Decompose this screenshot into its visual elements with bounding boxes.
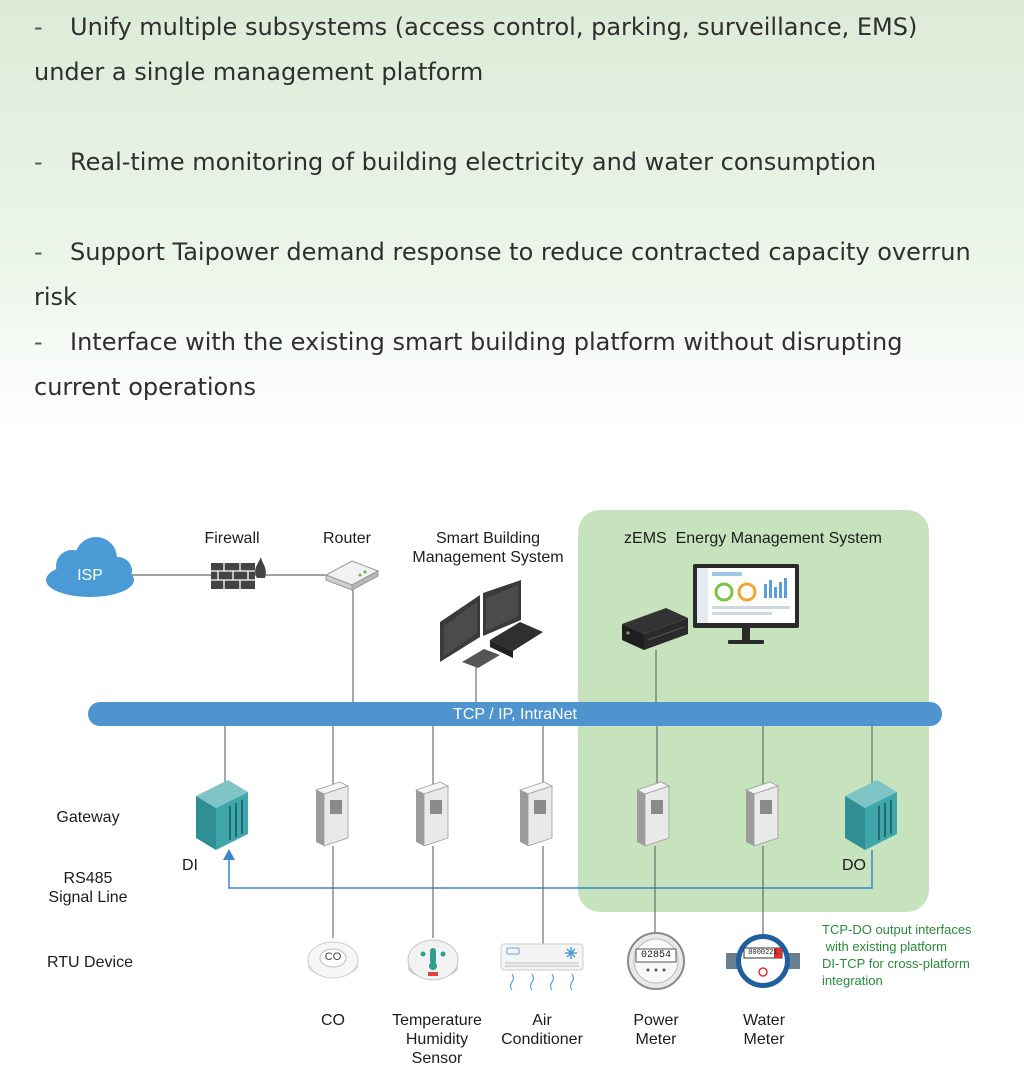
gateway-module-co-icon bbox=[314, 781, 350, 847]
do-di-link bbox=[223, 849, 873, 889]
water-meter-readout: 0000221 bbox=[748, 949, 778, 957]
air-conditioner-icon bbox=[500, 943, 584, 991]
firewall-icon bbox=[211, 557, 266, 589]
firewall-label: Firewall bbox=[204, 530, 260, 547]
zems-title: zEMS Energy Management System bbox=[624, 530, 882, 547]
bullet-2: -Real-time monitoring of building electr… bbox=[34, 140, 994, 185]
bullet-1: -Unify multiple subsystems (access contr… bbox=[34, 5, 994, 95]
bullet-dash: - bbox=[34, 13, 43, 41]
bullet-text: Real-time monitoring of building electri… bbox=[70, 148, 877, 176]
bullet-4: -Interface with the existing smart build… bbox=[34, 320, 994, 410]
di-label: DI bbox=[182, 857, 198, 874]
row-label-gateway: Gateway bbox=[56, 809, 120, 826]
bullet-dash: - bbox=[34, 328, 43, 356]
do-gateway-icon bbox=[845, 780, 897, 850]
bullet-3: -Support Taipower demand response to red… bbox=[34, 230, 994, 320]
bullet-dash: - bbox=[34, 148, 43, 176]
cloud-icon bbox=[46, 537, 134, 597]
integration-note: TCP-DO output interfaces with existing p… bbox=[822, 922, 972, 988]
dashboard-monitor-icon bbox=[693, 564, 799, 644]
router-label: Router bbox=[322, 530, 372, 547]
device-label-sensor: Temperature Humidity Sensor bbox=[392, 1012, 482, 1067]
co-detector-icon bbox=[307, 941, 359, 979]
device-label-water: Water Meter bbox=[742, 1012, 786, 1048]
gateway-module-sensor-icon bbox=[414, 781, 450, 847]
gateway-module-power-icon bbox=[635, 781, 671, 847]
sbms-label: Smart Building Management System bbox=[412, 530, 564, 566]
bullet-dash: - bbox=[34, 238, 43, 266]
do-label: DO bbox=[842, 857, 866, 874]
device-label-ac: Air Conditioner bbox=[501, 1012, 583, 1048]
water-meter-icon bbox=[726, 934, 800, 988]
isp-label: ISP bbox=[77, 567, 103, 584]
box-pc-icon bbox=[622, 608, 688, 650]
bullet-text: Interface with the existing smart buildi… bbox=[34, 328, 903, 401]
power-meter-icon bbox=[627, 932, 685, 990]
bullet-text: Unify multiple subsystems (access contro… bbox=[34, 13, 918, 86]
tcpip-bus bbox=[88, 702, 942, 726]
temperature-humidity-sensor-icon bbox=[407, 939, 459, 981]
device-label-power: Power Meter bbox=[633, 1012, 679, 1048]
row-label-rs485: RS485 Signal Line bbox=[48, 870, 128, 906]
power-meter-readout: 02854 bbox=[640, 950, 671, 961]
gateway-module-water-icon bbox=[744, 781, 780, 847]
device-label-co: CO bbox=[321, 1012, 345, 1029]
bullet-text: Support Taipower demand response to redu… bbox=[34, 238, 971, 311]
row-label-rtu: RTU Device bbox=[47, 954, 133, 971]
di-gateway-icon bbox=[196, 780, 248, 850]
bus-label: TCP / IP, IntraNet bbox=[453, 706, 577, 723]
co-badge: CO bbox=[324, 951, 342, 963]
workstation-icon bbox=[440, 580, 543, 668]
router-icon bbox=[324, 560, 380, 591]
gateway-module-ac-icon bbox=[518, 781, 554, 847]
